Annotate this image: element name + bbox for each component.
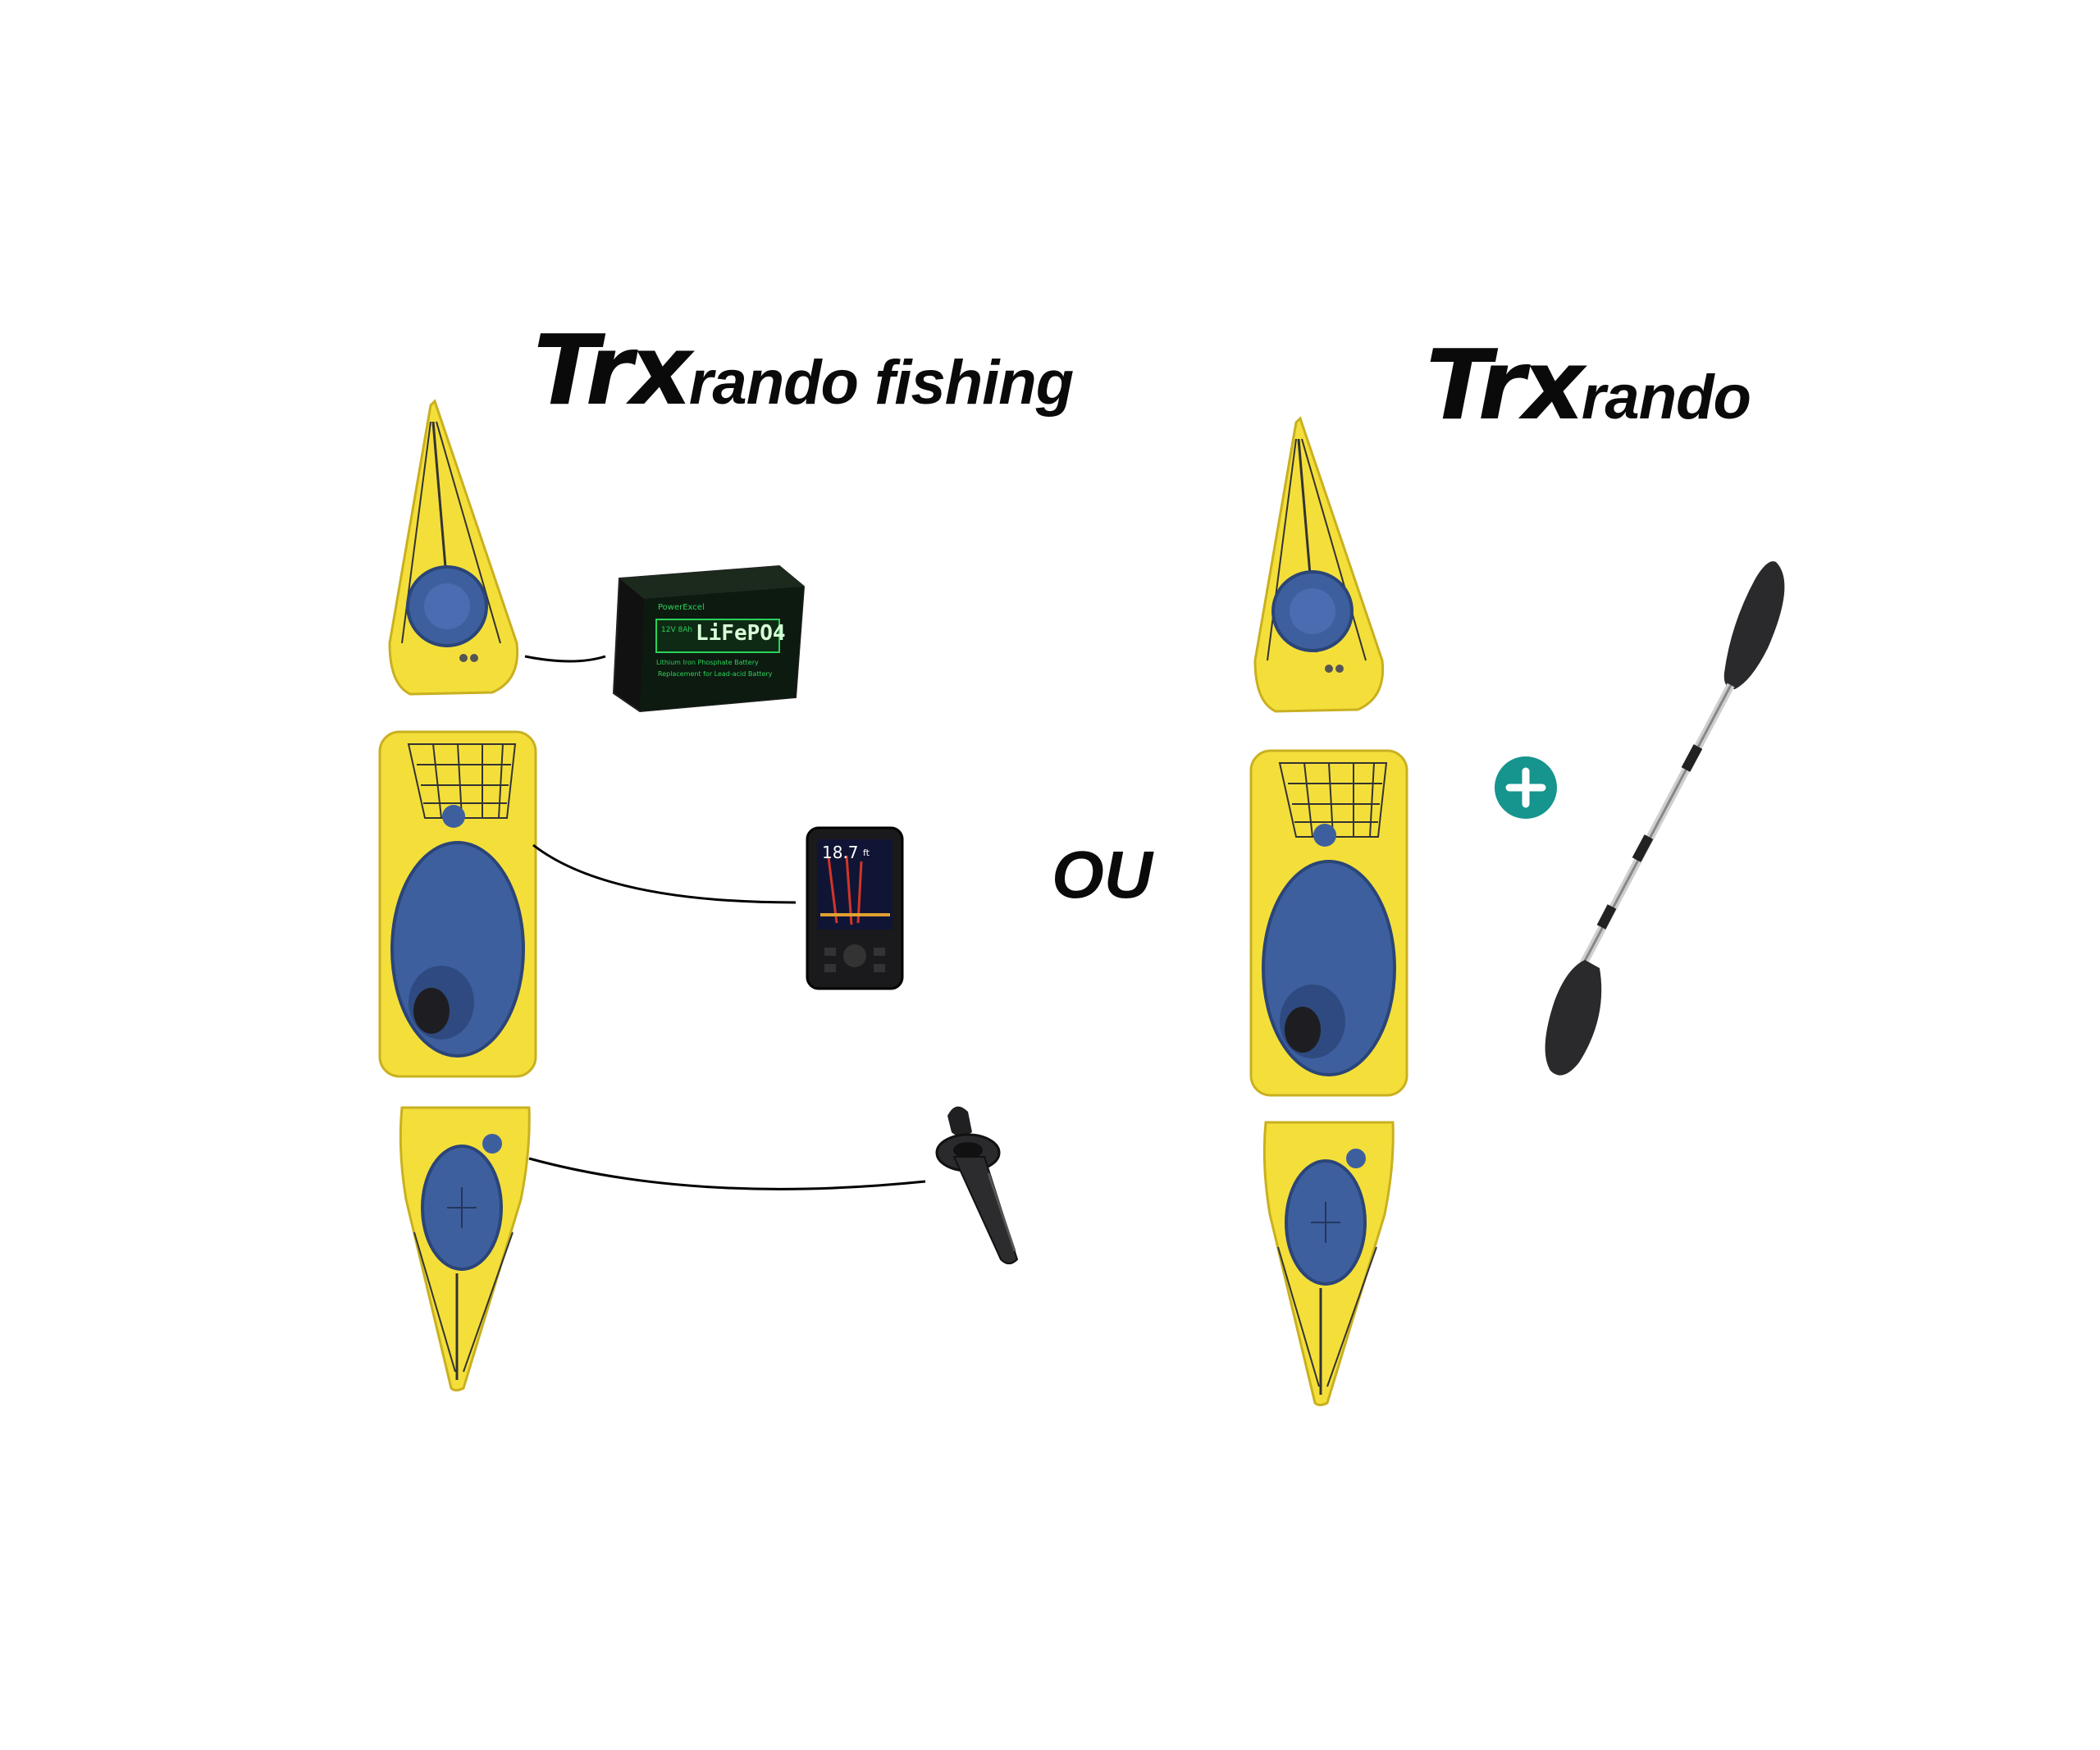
- cargo-net: [407, 743, 517, 819]
- left-kayak-mid: [378, 730, 537, 1078]
- fishfinder-unit: ft: [863, 848, 870, 858]
- paddle-icon: [1545, 561, 1785, 1076]
- battery-chemistry: LiFePO4: [696, 621, 786, 646]
- left-title: Trx rando fishing: [533, 313, 1074, 427]
- right-title-model: rando: [1581, 363, 1751, 432]
- battery-line1: Lithium Iron Phosphate Battery: [656, 659, 759, 666]
- battery-line2: Replacement for Lead-acid Battery: [658, 670, 773, 678]
- separator-text: OU: [1052, 838, 1153, 912]
- right-kayak-mid: [1249, 749, 1408, 1097]
- left-title-model: rando fishing: [688, 348, 1074, 418]
- battery-image: PowerExcel 12V 8Ah LiFePO4 Lithium Iron …: [607, 562, 808, 714]
- plus-icon: [1495, 756, 1557, 819]
- right-title: Trx rando: [1426, 328, 1751, 441]
- fishfinder-reading: 18.7: [822, 843, 859, 862]
- fishfinder-image: 18.7 ft: [804, 825, 906, 993]
- battery-badge: 12V 8Ah: [661, 626, 693, 634]
- left-title-logo: Trx: [533, 313, 692, 427]
- left-kayak-stern: [399, 1106, 531, 1391]
- right-kayak-stern: [1262, 1121, 1395, 1406]
- right-kayak-bow: [1253, 416, 1385, 713]
- battery-icon: [612, 564, 806, 713]
- right-title-logo: Trx: [1426, 328, 1585, 441]
- rod-holder-icon: [935, 1106, 1019, 1264]
- fishfinder-icon: [806, 826, 904, 990]
- left-kayak-bow: [388, 399, 519, 696]
- battery-brand: PowerExcel: [658, 603, 705, 612]
